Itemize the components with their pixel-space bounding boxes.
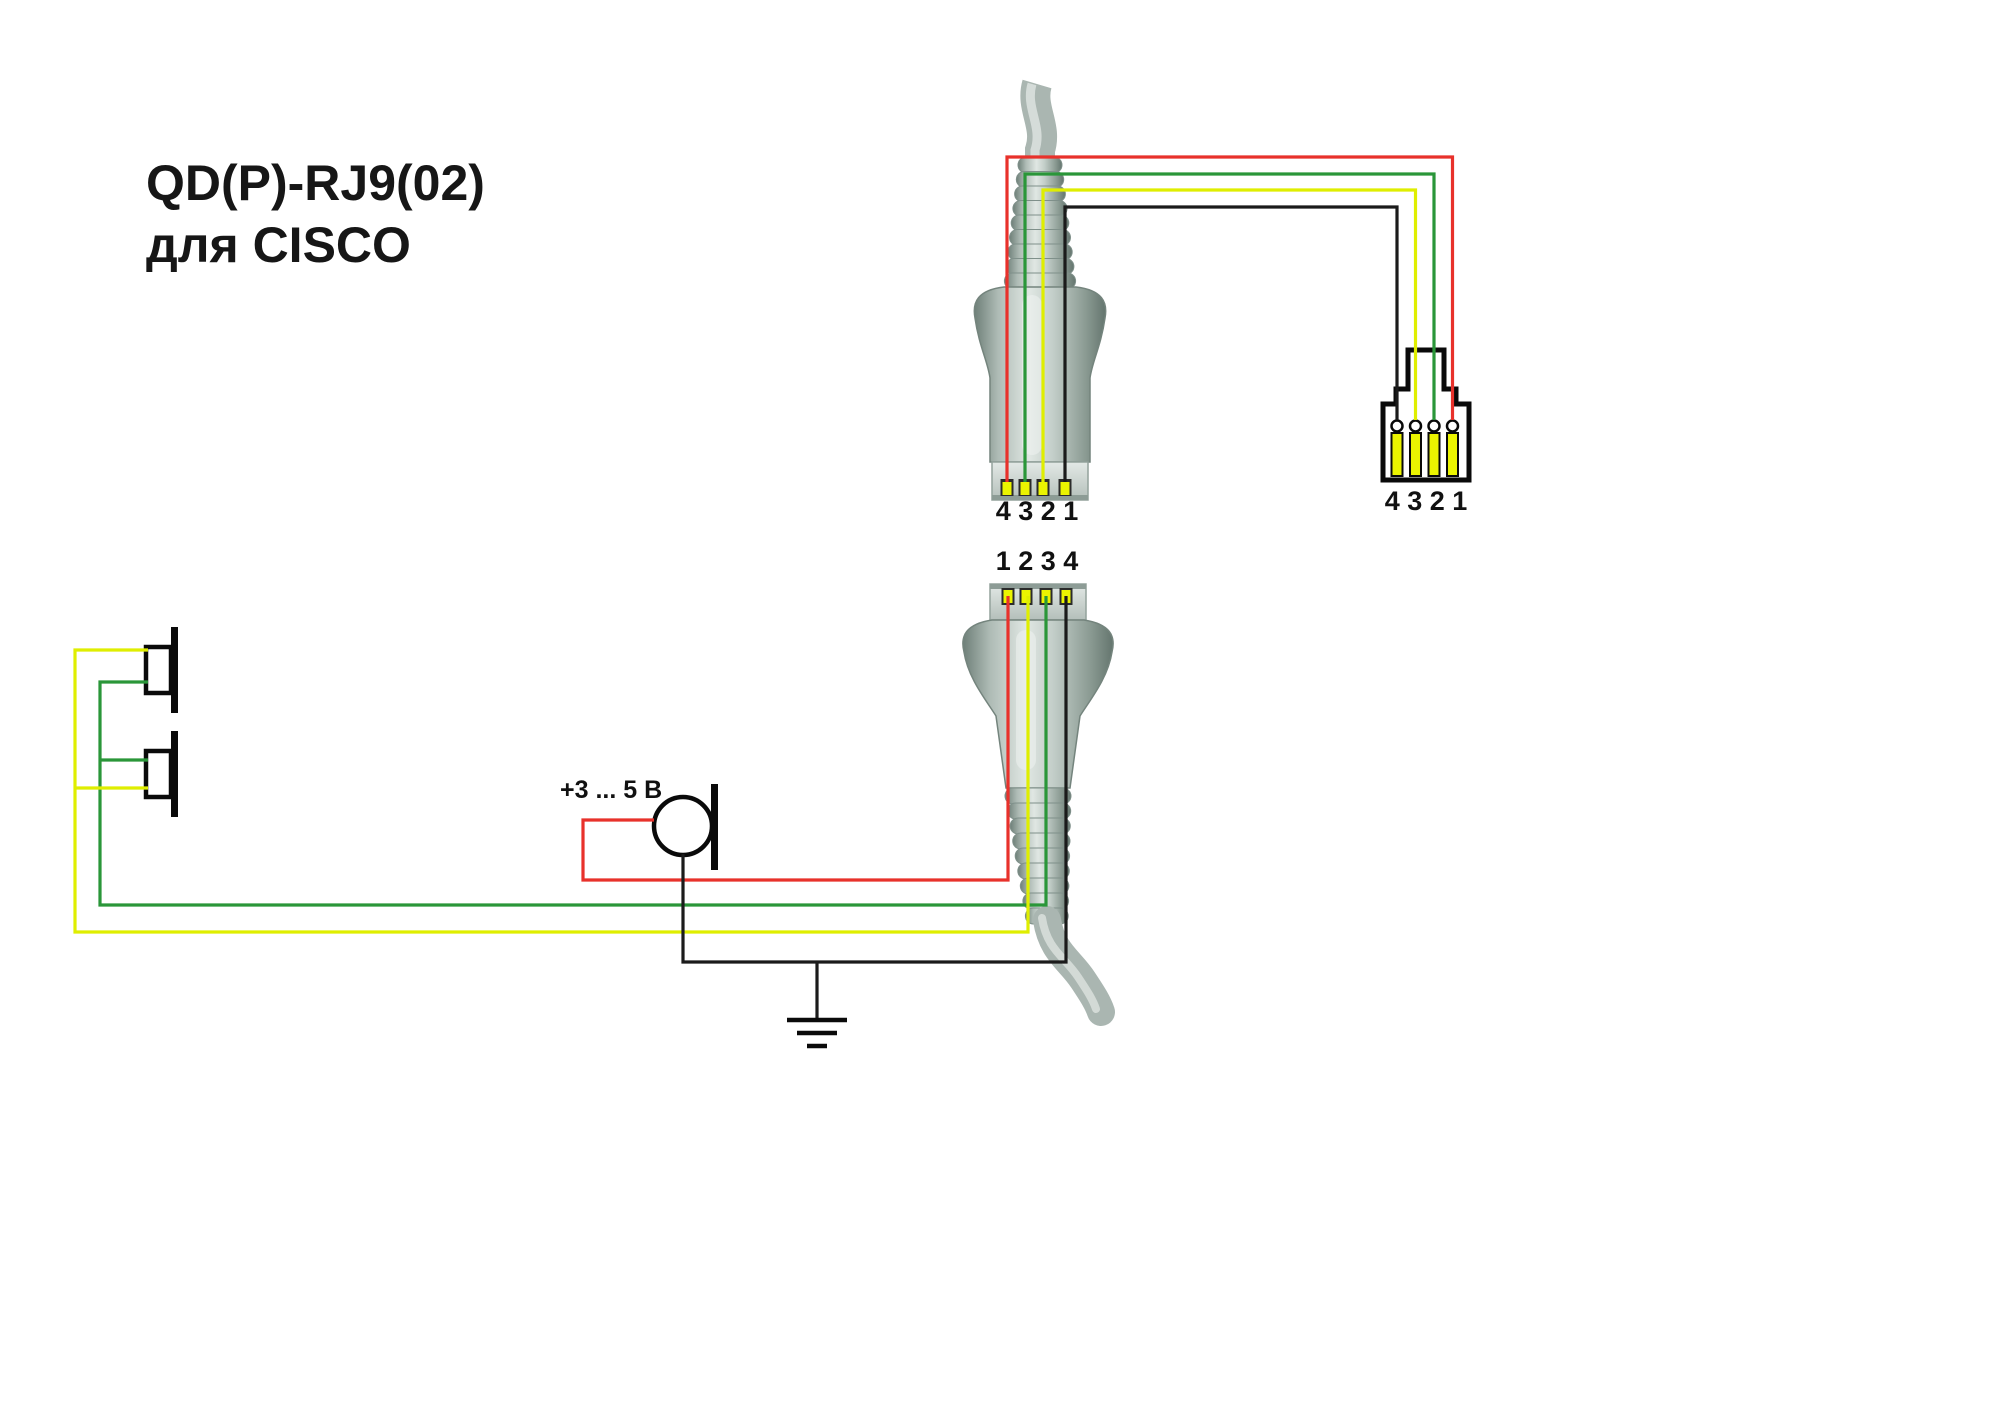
rj9-pin-3	[1409, 432, 1422, 477]
mic-voltage-label: +3 ... 5 В	[560, 776, 663, 804]
ground-symbol	[787, 1017, 847, 1049]
wires	[73, 155, 1455, 1020]
wire-yellow-top	[1041, 188, 1418, 482]
wire-green-top	[1023, 172, 1436, 482]
wire-black-top	[1063, 205, 1399, 482]
qd-bottom-metal-top	[990, 584, 1086, 589]
qd-top-pin-4	[1002, 482, 1012, 495]
qd-top-pin-3	[1020, 482, 1030, 495]
qd-plug-bottom	[962, 583, 1115, 1026]
wire-black-common	[681, 596, 1068, 964]
headset-speakers	[143, 627, 178, 817]
rj9-pin-2	[1427, 432, 1441, 477]
qd-top-pin-numbers: 4 3 2 1	[995, 496, 1079, 526]
qd-bottom-cable-highlight	[1038, 914, 1100, 1013]
qd-top-body-highlight	[1022, 295, 1042, 455]
qd-top-cable	[1020, 79, 1058, 168]
qd-top-cable-highlight	[1025, 82, 1042, 166]
qd-bottom-body	[962, 619, 1114, 789]
microphone	[651, 784, 718, 870]
wire-red-top	[1005, 155, 1455, 482]
microphone-plate	[711, 784, 718, 870]
wire-green-speakers	[98, 596, 1048, 907]
qd-bottom-pin-2	[1021, 590, 1031, 603]
rj9-pin-1	[1446, 432, 1459, 477]
qd-top-pin-1	[1060, 482, 1070, 495]
rj9-wire-hole-2	[1427, 419, 1441, 433]
speaker-bottom-magnet	[143, 748, 174, 800]
speaker-top-diaphragm	[171, 627, 178, 713]
qd-top-contacts	[1000, 479, 1072, 496]
speaker-top-magnet	[143, 644, 174, 696]
rj9-pin-4	[1390, 432, 1404, 477]
qd-plug-top	[973, 79, 1107, 501]
wire-yellow-speakers	[73, 596, 1030, 934]
speaker-bottom-diaphragm	[171, 731, 178, 817]
microphone-capsule	[651, 794, 715, 858]
qd-top-metal-base	[992, 495, 1088, 500]
rj9-wire-hole-4	[1390, 419, 1404, 433]
diagram-title: QD(P)-RJ9(02) для CISCO	[146, 152, 485, 276]
rj9-contacts	[1390, 419, 1460, 477]
qd-top-pin-2	[1038, 482, 1048, 495]
rj9-wire-hole-1	[1445, 419, 1460, 433]
title-line-1: QD(P)-RJ9(02)	[146, 155, 485, 211]
title-line-2: для CISCO	[146, 217, 411, 273]
qd-bottom-pin-numbers: 1 2 3 4	[995, 546, 1079, 576]
rj9-plug	[1380, 347, 1472, 483]
wire-red-mic	[581, 596, 1010, 882]
rj9-wire-hole-3	[1408, 419, 1423, 433]
qd-bottom-body-highlight	[1016, 630, 1036, 770]
rj9-pin-numbers: 4 3 2 1	[1384, 486, 1468, 516]
